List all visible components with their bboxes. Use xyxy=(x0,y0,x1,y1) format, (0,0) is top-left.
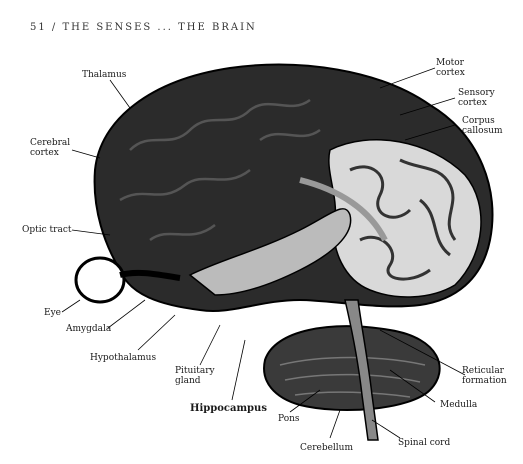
label-motor-cortex: Motor cortex xyxy=(436,58,465,78)
fornix-curve xyxy=(299,177,388,242)
label-eye: Eye xyxy=(44,308,61,318)
brainstem-shape xyxy=(344,299,379,441)
limbic-curve xyxy=(188,208,352,296)
eye-shape xyxy=(74,256,126,304)
label-thalamus: Thalamus xyxy=(82,70,127,80)
label-cerebral-cortex: Cerebral cortex xyxy=(30,138,71,158)
page-header: 51 / THE SENSES ... THE BRAIN xyxy=(30,22,257,33)
label-reticular-formation: Reticular formation xyxy=(462,366,507,386)
label-optic-tract: Optic tract xyxy=(22,225,72,235)
gyri-texture xyxy=(119,98,321,242)
label-pituitary-gland: Pituitary gland xyxy=(175,366,215,386)
label-hypothalamus: Hypothalamus xyxy=(90,353,157,363)
label-spinal-cord: Spinal cord xyxy=(398,438,451,448)
optic-nerve xyxy=(119,269,181,281)
cerebellum-folia xyxy=(279,356,426,398)
label-medulla: Medulla xyxy=(440,400,478,410)
label-corpus-callosum: Corpus callosum xyxy=(462,116,503,136)
label-pons: Pons xyxy=(278,414,300,424)
label-sensory-cortex: Sensory cortex xyxy=(458,88,495,108)
cerebellum-shape xyxy=(263,325,441,411)
label-hippocampus: Hippocampus xyxy=(190,403,267,414)
label-cerebellum: Cerebellum xyxy=(300,443,354,453)
leader-lines xyxy=(61,67,466,439)
label-amygdala: Amygdala xyxy=(66,324,112,334)
sulci-lines xyxy=(349,158,457,281)
